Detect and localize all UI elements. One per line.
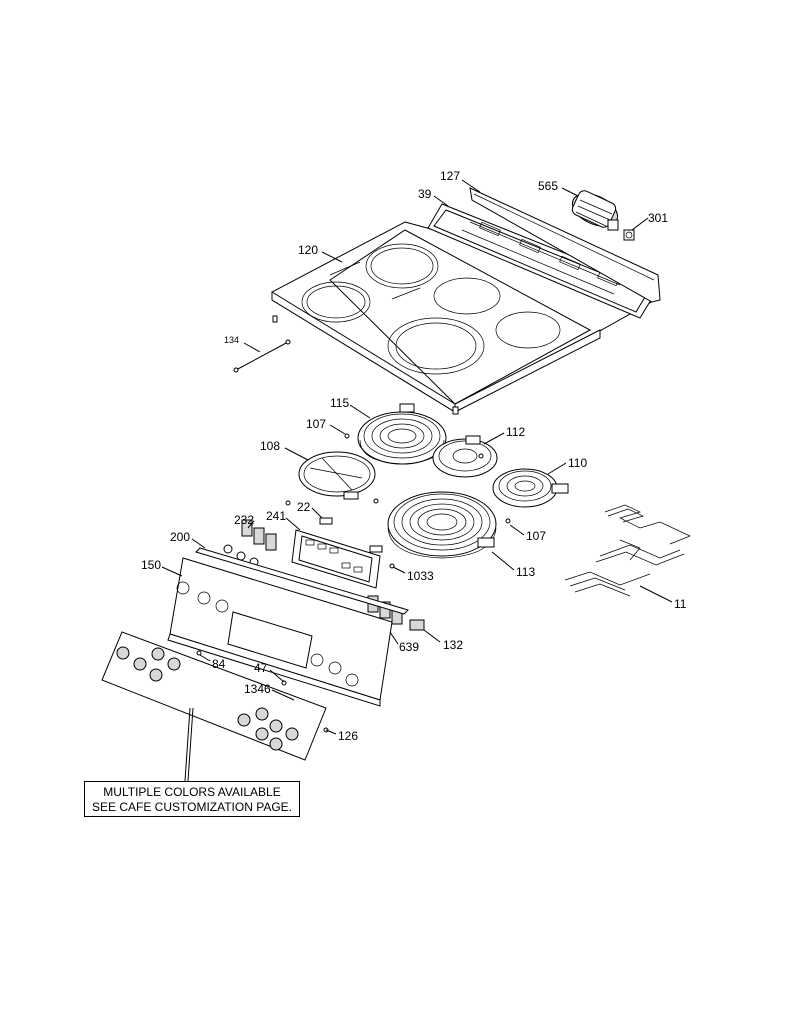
callout-150: 150 [141, 558, 161, 572]
callout-110: 110 [568, 456, 587, 470]
burner-110 [492, 468, 569, 508]
control-board [291, 529, 381, 589]
callout-labels: 127 565 39 301 120 134 115 107 112 108 1… [141, 169, 687, 743]
callout-115: 115 [330, 396, 349, 410]
cooling-fan [571, 190, 619, 231]
burner-ring-108 [298, 451, 376, 500]
burner-112 [432, 435, 498, 478]
vent-trim [427, 203, 658, 319]
leader-lines [161, 179, 673, 782]
callout-127: 127 [440, 169, 460, 183]
callout-301: 301 [648, 211, 668, 225]
callout-132: 132 [443, 638, 463, 652]
callout-113: 113 [516, 565, 535, 579]
callout-11: 11 [674, 597, 687, 611]
callout-107-bottom: 107 [526, 529, 546, 543]
note-line-2: SEE CAFE CUSTOMIZATION PAGE. [91, 800, 293, 814]
rod [233, 339, 291, 373]
callout-1346: 1346 [244, 682, 271, 696]
wire-harness [564, 504, 691, 597]
callout-47: 47 [254, 661, 268, 675]
callout-84: 84 [212, 657, 226, 671]
trim-strip [195, 547, 409, 615]
control-panel [167, 557, 393, 707]
callout-120: 120 [298, 243, 318, 257]
callout-22: 22 [297, 500, 311, 514]
callout-200: 200 [170, 530, 190, 544]
callout-108: 108 [260, 439, 280, 453]
burner-115 [357, 403, 447, 465]
callout-232: 232 [234, 513, 254, 527]
note-line-1: MULTIPLE COLORS AVAILABLE [103, 785, 281, 799]
connector-132 [409, 619, 425, 631]
callout-112: 112 [506, 425, 525, 439]
callout-107-top: 107 [306, 417, 326, 431]
switch-clips-22 [319, 517, 383, 553]
callout-126: 126 [338, 729, 358, 743]
callout-134: 134 [224, 335, 239, 345]
knob-tray [101, 631, 327, 761]
callout-639: 639 [399, 640, 419, 654]
thermostat [623, 229, 635, 241]
rear-bracket [469, 187, 661, 303]
callout-565: 565 [538, 179, 558, 193]
callout-241: 241 [266, 509, 286, 523]
callout-39: 39 [418, 187, 432, 201]
color-note-box: MULTIPLE COLORS AVAILABLE SEE CAFE CUSTO… [84, 781, 300, 817]
burner-113 [387, 491, 497, 559]
callout-1033: 1033 [407, 569, 434, 583]
